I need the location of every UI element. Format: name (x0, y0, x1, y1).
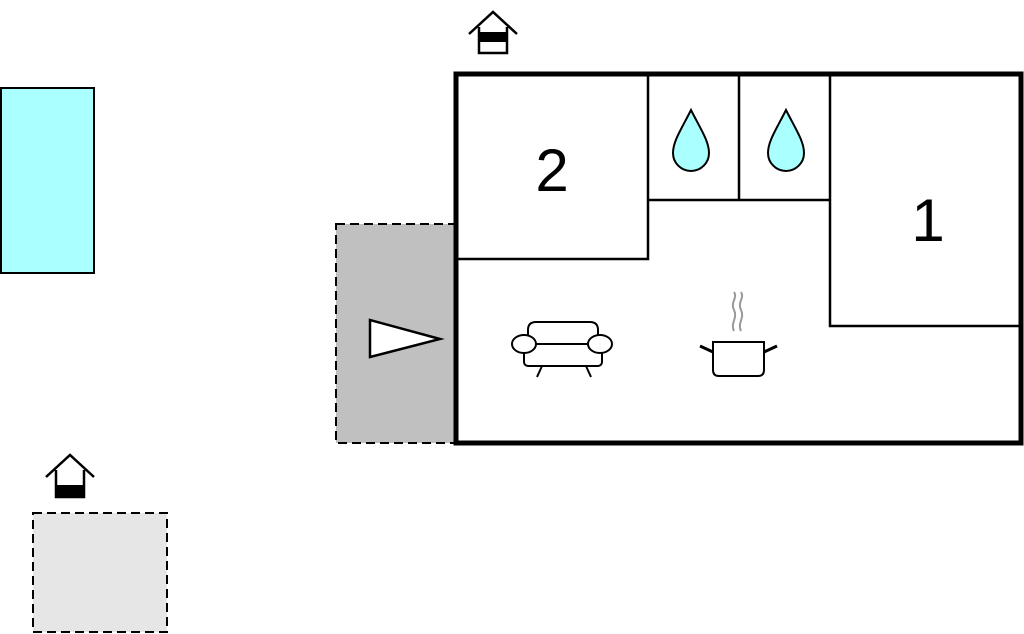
cooking-pot-icon (699, 291, 778, 377)
sofa-icon (511, 321, 613, 378)
outdoor-area (32, 512, 168, 633)
entrance-arrow-icon (368, 318, 445, 359)
swimming-pool (0, 87, 95, 274)
bedroom-2-number: 2 (535, 137, 568, 204)
water-drop-icon (671, 107, 711, 172)
water-drop-icon (766, 107, 806, 172)
interior-walls (456, 76, 1019, 328)
house-icon (45, 453, 95, 499)
house-icon (468, 10, 518, 55)
bedroom-1-number: 1 (911, 187, 944, 254)
